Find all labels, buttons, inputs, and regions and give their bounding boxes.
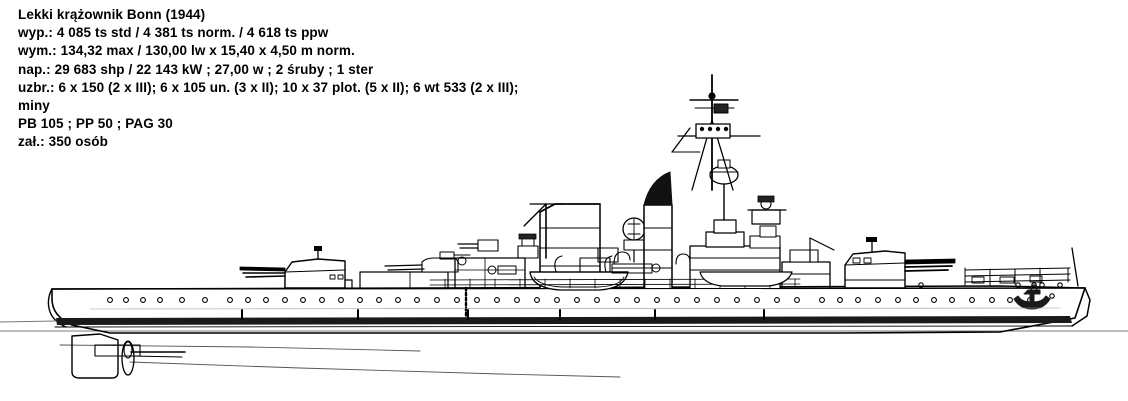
midship-deckhouse <box>579 257 611 273</box>
searchlight-platform-aft <box>517 233 539 259</box>
forward-cabin <box>789 249 819 263</box>
waterline-extension-left <box>0 320 57 323</box>
funnel-main <box>643 171 673 289</box>
bow-stem <box>1071 287 1091 327</box>
midaft-deckhouse <box>454 257 526 289</box>
spec-line-propulsion: nap.: 29 683 shp / 22 143 kW ; 27,00 w ;… <box>18 61 374 77</box>
waterline-boot-topping <box>56 316 1072 325</box>
aa-gun-105mm <box>457 239 499 252</box>
ventilator-cowls <box>613 251 691 265</box>
anchor <box>1013 284 1051 310</box>
specification-text-block: Lekki krążownik Bonn (1944) wyp.: 4 085 … <box>18 6 698 152</box>
spec-line-armament: uzbr.: 6 x 150 (2 x III); 6 x 105 un. (3… <box>18 79 519 95</box>
spec-line-title: Lekki krążownik Bonn (1944) <box>18 7 206 22</box>
forecastle-deck-fittings <box>971 275 1043 284</box>
underwater-hull-line-2 <box>129 361 621 378</box>
rangefinder-director <box>709 159 739 221</box>
porthole-row <box>107 297 1033 303</box>
spec-line-dimensions: wym.: 134,32 max / 130,00 lw x 15,40 x 4… <box>18 43 355 59</box>
waterline-lower-edge <box>54 325 1073 328</box>
spec-line-crew: zał.: 350 osób <box>18 134 108 150</box>
turret-forward-triple-150 <box>844 237 956 289</box>
torpedo-tube-mount <box>611 263 661 274</box>
jackstaff <box>1071 247 1079 287</box>
aa-platform-forward <box>747 195 787 225</box>
boat-davits <box>554 255 613 273</box>
spec-line-mines: miny <box>18 98 50 114</box>
turret-aft-triple-150 <box>239 246 346 289</box>
forecastle-railing <box>964 267 1071 287</box>
tripod-mast <box>671 74 761 191</box>
deck-winch <box>487 265 517 275</box>
rudder <box>71 333 119 379</box>
crane-forward <box>809 237 835 263</box>
spec-line-displacement: wyp.: 4 085 ts std / 4 381 ts norm. / 4 … <box>18 25 329 41</box>
hull-deck-tick-marks <box>241 309 765 320</box>
small-boat-aft <box>699 271 793 287</box>
hull-plating-line <box>89 307 1061 310</box>
crane-aft <box>523 203 563 259</box>
midship-cabin <box>597 247 619 263</box>
propeller-blades <box>121 340 135 376</box>
aa-gun-mount-aft <box>384 251 471 273</box>
lifeboat-aft <box>529 271 629 291</box>
searchlight-round <box>622 217 646 263</box>
spec-line-armor: PB 105 ; PP 50 ; PAG 30 <box>18 116 173 132</box>
propeller-hub <box>123 341 133 359</box>
propeller-shaft-line-2 <box>130 355 183 358</box>
underwater-hull-line-1 <box>59 344 421 352</box>
